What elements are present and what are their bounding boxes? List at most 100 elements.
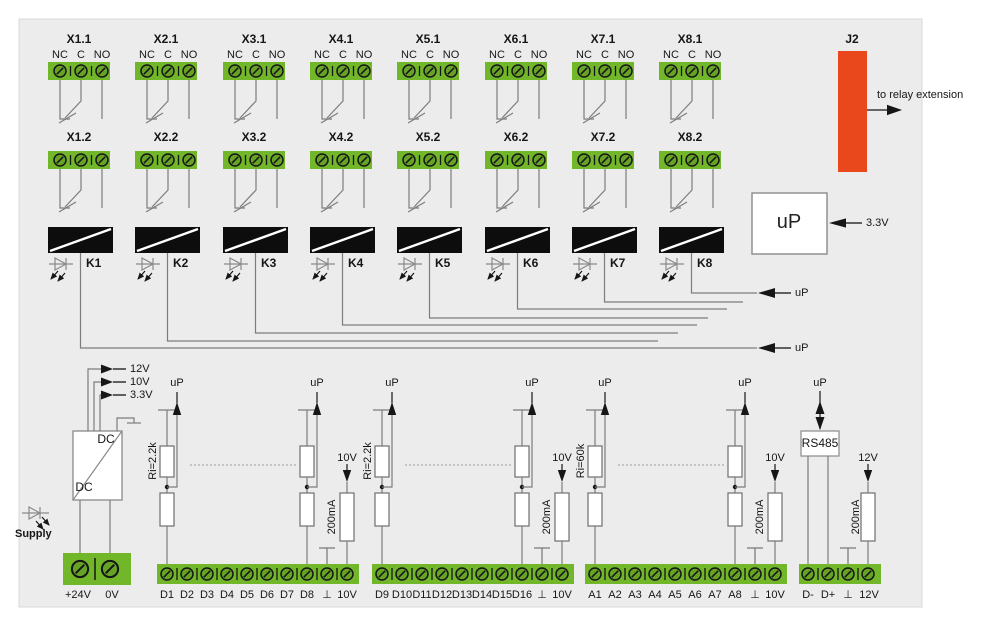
terminal-label: D14	[471, 589, 493, 601]
fuse-label: 200mA	[541, 499, 553, 535]
up-bus-arrows	[758, 288, 791, 353]
terminal-label: D13	[451, 589, 473, 601]
contact-label-no: NO	[180, 49, 198, 61]
fuse-label: 200mA	[850, 499, 862, 535]
relay-label: K6	[523, 256, 539, 270]
terminal-block-label: X8.2	[677, 130, 703, 144]
relay-label: K2	[173, 256, 189, 270]
terminal-block-label: X1.1	[66, 32, 92, 46]
fuse-rail-label: 10V	[337, 452, 357, 464]
up-label: uP	[310, 377, 324, 389]
contact-label-no: NO	[355, 49, 373, 61]
terminal-block-label: X1.2	[66, 130, 92, 144]
rs485-transceiver	[800, 391, 840, 564]
up-bus-label-top: uP	[795, 287, 809, 299]
terminal-label: D9	[374, 589, 390, 601]
j2-arrow	[867, 104, 902, 116]
terminal-block-label: X7.2	[590, 130, 616, 144]
terminal-label: ⊥	[322, 589, 332, 601]
terminal-label: D11	[412, 589, 432, 601]
terminal-label: D2	[179, 589, 195, 601]
mcu-supply-arrow	[829, 218, 862, 228]
terminal-label: A2	[608, 589, 622, 601]
contact-label-nc: NC	[401, 49, 417, 61]
fuse-rail-label: 10V	[765, 452, 785, 464]
contact-label-c: C	[339, 49, 347, 61]
terminal-label: D+	[820, 589, 836, 601]
terminal-label: D4	[219, 589, 235, 601]
terminal-block-a1-a8	[585, 564, 787, 584]
terminal-label: A4	[648, 589, 662, 601]
rs485-label: RS485	[801, 436, 839, 450]
relay-column-labels-7: X7.1 NC C NO X7.2 K7	[572, 0, 634, 290]
terminal-label: ⊥	[750, 589, 760, 601]
terminal-block-label: X2.1	[153, 32, 179, 46]
contact-label-c: C	[164, 49, 172, 61]
up-label: uP	[170, 377, 184, 389]
terminal-label: +24V	[65, 589, 91, 601]
rail-label-12v: 12V	[130, 363, 150, 375]
ri-label: Ri=60k	[575, 443, 587, 479]
contact-label-nc: NC	[52, 49, 68, 61]
relay-label: K5	[435, 256, 451, 270]
terminal-label: 10V	[337, 589, 357, 601]
terminal-label: D12	[431, 589, 453, 601]
terminal-label: A5	[668, 589, 682, 601]
contact-label-no: NO	[268, 49, 286, 61]
up-label: uP	[813, 377, 827, 389]
terminal-label: 10V	[552, 589, 572, 601]
contact-label-nc: NC	[576, 49, 592, 61]
terminal-block-label: X5.1	[415, 32, 441, 46]
terminal-label: D15	[491, 589, 513, 601]
rail-arrows	[101, 364, 126, 400]
dcdc-converter	[72, 364, 141, 553]
relay-label: K1	[86, 256, 102, 270]
terminal-label: 12V	[859, 589, 879, 601]
up-label: uP	[525, 377, 539, 389]
contact-label-nc: NC	[227, 49, 243, 61]
terminal-label: 0V	[105, 589, 119, 601]
terminal-label: D8	[299, 589, 315, 601]
contact-label-c: C	[252, 49, 260, 61]
relay-column-labels-1: X1.1 NC C NO X1.2 K1	[48, 0, 110, 290]
terminal-block-label: X3.1	[241, 32, 267, 46]
terminal-label: D1	[159, 589, 175, 601]
mcu-supply-label: 3.3V	[866, 217, 889, 229]
j2-note: to relay extension	[877, 89, 964, 101]
terminal-block-label: X4.2	[328, 130, 354, 144]
rail-label-3v3: 3.3V	[130, 389, 153, 401]
power-terminal-block	[63, 553, 131, 585]
terminal-block-d1-d8	[157, 564, 359, 584]
terminal-label: D16	[511, 589, 533, 601]
relay-column-labels-6: X6.1 NC C NO X6.2 K6	[485, 0, 547, 290]
contact-label-no: NO	[617, 49, 635, 61]
terminal-label: D6	[259, 589, 275, 601]
relay-drive-bus	[79, 253, 757, 349]
terminal-label: D-	[802, 589, 814, 601]
fuse-label: 200mA	[754, 499, 766, 535]
up-label: uP	[738, 377, 752, 389]
contact-label-no: NO	[530, 49, 548, 61]
terminal-block-label: X6.2	[503, 130, 529, 144]
dcdc-label-bottom: DC	[75, 480, 93, 494]
microcontroller-box	[751, 192, 828, 255]
up-label: uP	[385, 377, 399, 389]
contact-label-c: C	[77, 49, 85, 61]
ri-label: Ri=2.2k	[147, 442, 159, 480]
terminal-label: A3	[628, 589, 642, 601]
relay-column-labels-4: X4.1 NC C NO X4.2 K4	[310, 0, 372, 290]
dcdc-label-top: DC	[97, 432, 115, 446]
fuse-label: 200mA	[326, 499, 338, 535]
terminal-block-label: X3.2	[241, 130, 267, 144]
supply-led-label: Supply	[15, 528, 52, 540]
contact-label-c: C	[426, 49, 434, 61]
relay-column-labels-5: X5.1 NC C NO X5.2 K5	[397, 0, 459, 290]
contact-label-nc: NC	[314, 49, 330, 61]
rail-label-10v: 10V	[130, 376, 150, 388]
j2-label: J2	[845, 32, 859, 46]
j2-connector	[838, 51, 867, 172]
relay-column-labels-8: X8.1 NC C NO X8.2 K8	[659, 0, 721, 290]
contact-label-c: C	[514, 49, 522, 61]
